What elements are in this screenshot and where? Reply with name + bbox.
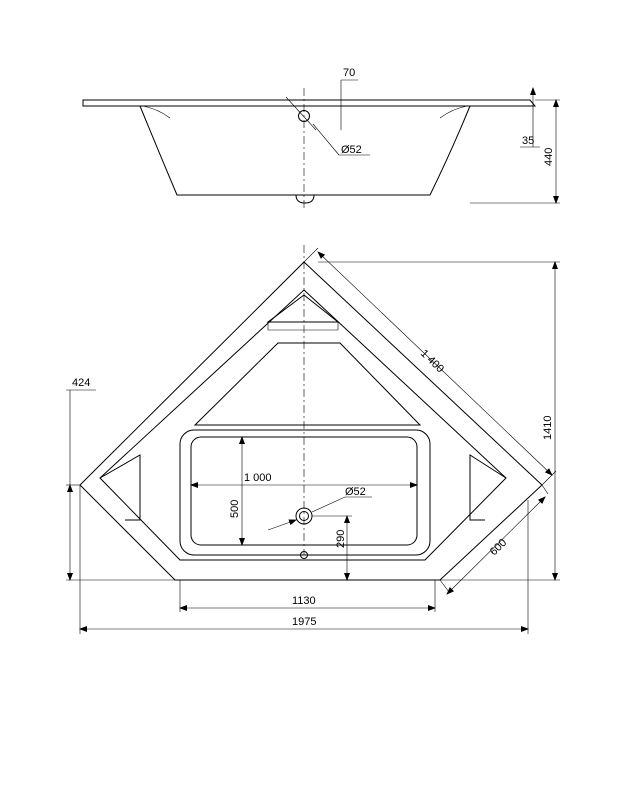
side-view: 70 Ø52 35 440 (82, 67, 560, 210)
dim-1400-ext-bottom (541, 470, 557, 486)
basin-inner-left (142, 105, 171, 119)
backrest-slope (193, 342, 422, 426)
dim-1130-label: 1130 (292, 595, 316, 607)
dim-d52-top-leader (311, 496, 346, 513)
dim-1400-ext-top (303, 247, 319, 263)
dim-290-label: 290 (335, 530, 347, 548)
corner-seat (266, 294, 340, 323)
corner-seat-edge (267, 321, 339, 331)
dim-d52-side-arrow (285, 96, 317, 131)
rim-outer (79, 261, 543, 581)
dim-500-label: 500 (229, 500, 241, 518)
basin-inner-right (439, 105, 468, 119)
dim-1975-label: 1975 (292, 616, 316, 628)
basin-outline (139, 105, 471, 196)
dim-1410-label: 1410 (542, 416, 554, 440)
armrest-right (469, 454, 507, 521)
dim-424-label: 424 (72, 377, 90, 389)
basin-outer (179, 429, 431, 556)
dim-d52-side-leader (312, 123, 340, 156)
dim-d52-top-arrow-left (267, 519, 297, 531)
dim-600-ext-top (541, 484, 549, 495)
dim-440-label: 440 (543, 148, 555, 166)
dim-600-ext-bottom (439, 579, 450, 593)
dim-35-label: 35 (522, 135, 534, 147)
dim-70-label: 70 (343, 67, 355, 79)
dim-d52-side-label: Ø52 (341, 144, 362, 156)
armrest-left (99, 454, 141, 521)
rim-outline (82, 99, 537, 107)
dim-1400-label: 1 400 (418, 348, 446, 376)
dim-d52-top-label: Ø52 (345, 486, 366, 498)
top-view: 1 400 1410 424 1 000 500 Ø52 290 600 (66, 245, 560, 634)
drain-outline (295, 194, 315, 204)
dim-1000-label: 1 000 (244, 472, 272, 484)
dim-600-label: 600 (488, 537, 510, 558)
dim-1400-line (317, 251, 553, 476)
dim-600-line (446, 496, 546, 595)
